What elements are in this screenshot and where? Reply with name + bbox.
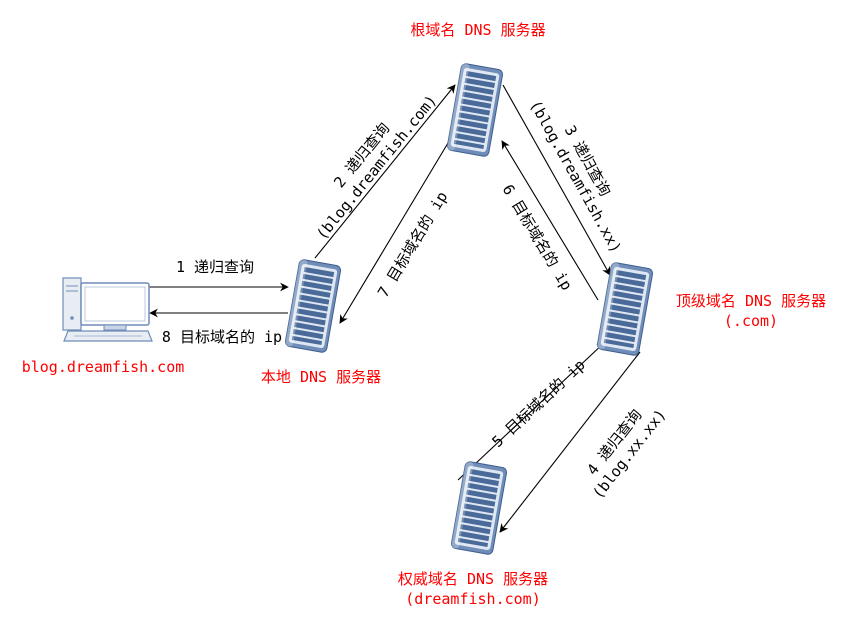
local-dns-server-icon xyxy=(284,258,342,354)
edge-6-arrow xyxy=(501,140,599,301)
auth-dns-label-line1: 权威域名 DNS 服务器 xyxy=(398,570,548,588)
edge-6-label: 6 目标域名的 ip xyxy=(499,181,576,293)
client-computer-icon xyxy=(62,277,153,342)
client-label: blog.dreamfish.com xyxy=(22,358,185,376)
edge-3-arrow xyxy=(502,84,611,276)
local-dns-label: 本地 DNS 服务器 xyxy=(261,368,381,386)
tld-dns-server-icon xyxy=(596,261,654,357)
edge-8-label: 8 目标域名的 ip xyxy=(162,328,282,346)
root-dns-server-icon xyxy=(446,62,504,158)
tld-dns-label-line1: 顶级域名 DNS 服务器 xyxy=(676,292,826,310)
tld-dns-label-line2: (.com) xyxy=(724,312,778,330)
edge-7-arrow xyxy=(339,142,449,324)
edge-7-label: 7 目标域名的 ip xyxy=(374,188,451,300)
edge-2-arrow xyxy=(314,84,456,259)
edge-5-arrow xyxy=(457,341,606,481)
root-dns-label: 根域名 DNS 服务器 xyxy=(410,21,545,39)
edge-1-label: 1 递归查询 xyxy=(176,258,254,276)
auth-dns-label-line2: (dreamfish.com) xyxy=(405,590,540,608)
edge-4-arrow xyxy=(499,351,641,533)
auth-dns-server-icon xyxy=(450,460,508,556)
